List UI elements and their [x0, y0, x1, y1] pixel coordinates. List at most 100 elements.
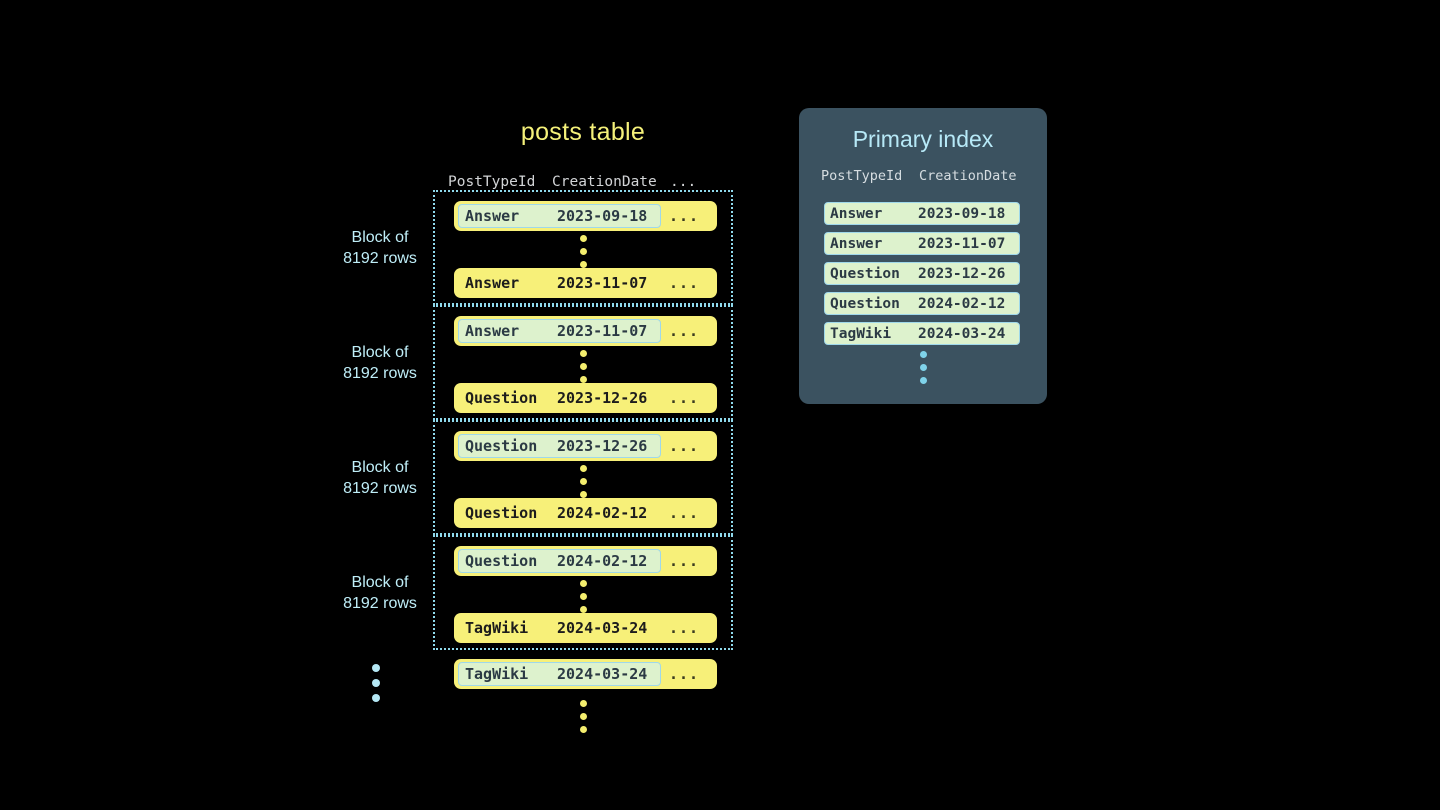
cell-creationdate: 2023-11-07 [557, 322, 648, 340]
column-header-ellipsis: ... [670, 174, 697, 190]
cell-creationdate: 2023-12-26 [918, 265, 1006, 282]
row-plain: Question 2024-02-12 [458, 501, 661, 525]
cell-posttypeid: TagWiki [465, 619, 529, 637]
cell-posttypeid: Answer [465, 207, 520, 225]
block-2: Block of 8192 rows Answer 2023-11-07 ... [330, 305, 740, 420]
cell-posttypeid: Answer [465, 274, 520, 292]
index-row[interactable]: Answer 2023-11-07 [824, 232, 1020, 255]
block-2-box: Answer 2023-11-07 ... Question [433, 305, 733, 420]
table-row[interactable]: Answer 2023-11-07 ... [454, 268, 717, 298]
cell-posttypeid: Question [830, 295, 900, 312]
block-4: Block of 8192 rows Question 2024-02-12 .… [330, 535, 740, 650]
cell-posttypeid: Answer [830, 205, 883, 222]
block-3-label: Block of 8192 rows [330, 457, 430, 499]
cell-creationdate: 2023-09-18 [557, 207, 648, 225]
row-highlight: Answer 2023-09-18 [458, 204, 661, 228]
cell-creationdate: 2024-02-12 [918, 295, 1006, 312]
blocks-stack: Block of 8192 rows Answer 2023-09-18 ... [330, 190, 740, 750]
block-3: Block of 8192 rows Question 2023-12-26 .… [330, 420, 740, 535]
vertical-ellipsis-dots-icon [435, 700, 731, 733]
vertical-ellipsis-dots-icon [435, 350, 731, 383]
table-row[interactable]: Answer 2023-11-07 ... [454, 316, 717, 346]
block-4-label-line1: Block of [351, 573, 409, 591]
block-1-box: Answer 2023-09-18 ... Answer [433, 190, 733, 305]
row-plain: Question 2023-12-26 [458, 386, 661, 410]
cell-creationdate: 2023-09-18 [918, 205, 1006, 222]
index-column-header-creationdate: CreationDate [919, 168, 1017, 184]
cell-creationdate: 2023-11-07 [918, 235, 1006, 252]
table-row[interactable]: Answer 2023-09-18 ... [454, 201, 717, 231]
vertical-ellipsis-dots-icon [435, 580, 731, 613]
cell-more: ... [668, 437, 700, 455]
cell-posttypeid: Question [830, 265, 900, 282]
cell-posttypeid: Question [465, 437, 538, 455]
block-1: Block of 8192 rows Answer 2023-09-18 ... [330, 190, 740, 305]
block-1-label-line2: 8192 rows [343, 249, 417, 267]
cell-creationdate: 2024-02-12 [557, 504, 648, 522]
primary-index-column-headers: PostTypeId CreationDate [821, 168, 1027, 184]
block-3-label-line1: Block of [351, 458, 409, 476]
row-plain: Answer 2023-11-07 [458, 271, 661, 295]
vertical-ellipsis-dots-blue-icon [372, 664, 380, 702]
primary-index-title: Primary index [852, 126, 994, 152]
cell-more: ... [668, 207, 700, 225]
trailing-row-area: TagWiki 2024-03-24 ... [330, 650, 740, 750]
block-2-label-line1: Block of [351, 343, 409, 361]
row-plain: TagWiki 2024-03-24 [458, 616, 661, 640]
block-3-box: Question 2023-12-26 ... Question [433, 420, 733, 535]
table-row[interactable]: Question 2024-02-12 ... [454, 498, 717, 528]
row-highlight: Question 2024-02-12 [458, 549, 661, 573]
index-row[interactable]: Question 2023-12-26 [824, 262, 1020, 285]
posts-table-column-headers: PostTypeId CreationDate ... [448, 174, 734, 190]
cell-creationdate: 2024-03-24 [918, 325, 1006, 342]
cell-posttypeid: Question [465, 504, 538, 522]
cell-more: ... [668, 619, 700, 637]
posts-table-title: posts table [520, 118, 646, 146]
cell-more: ... [668, 665, 700, 683]
cell-posttypeid: Answer [465, 322, 520, 340]
row-highlight: TagWiki 2024-03-24 [458, 662, 661, 686]
table-row[interactable]: Question 2023-12-26 ... [454, 383, 717, 413]
cell-creationdate: 2024-03-24 [557, 619, 648, 637]
vertical-ellipsis-dots-icon [435, 235, 731, 268]
cell-creationdate: 2024-03-24 [557, 665, 648, 683]
index-row[interactable]: Question 2024-02-12 [824, 292, 1020, 315]
table-row[interactable]: TagWiki 2024-03-24 ... [454, 659, 717, 689]
block-1-label: Block of 8192 rows [330, 227, 430, 269]
block-3-label-line2: 8192 rows [343, 479, 417, 497]
primary-index-panel: Primary index PostTypeId CreationDate An… [799, 108, 1047, 404]
table-row[interactable]: Question 2023-12-26 ... [454, 431, 717, 461]
cell-posttypeid: Question [465, 552, 538, 570]
block-4-label: Block of 8192 rows [330, 572, 430, 614]
block-4-box: Question 2024-02-12 ... TagWiki [433, 535, 733, 650]
cell-more: ... [668, 322, 700, 340]
cell-creationdate: 2024-02-12 [557, 552, 648, 570]
primary-index-rows: Answer 2023-09-18 Answer 2023-11-07 Ques… [824, 202, 1020, 352]
column-header-creationdate: CreationDate [552, 174, 657, 190]
block-1-label-line1: Block of [351, 228, 409, 246]
cell-more: ... [668, 274, 700, 292]
cell-posttypeid: TagWiki [830, 325, 892, 342]
row-highlight: Question 2023-12-26 [458, 434, 661, 458]
cell-creationdate: 2023-12-26 [557, 389, 648, 407]
index-row[interactable]: Answer 2023-09-18 [824, 202, 1020, 225]
cell-creationdate: 2023-11-07 [557, 274, 648, 292]
vertical-ellipsis-dots-icon [435, 465, 731, 498]
table-row[interactable]: TagWiki 2024-03-24 ... [454, 613, 717, 643]
block-4-label-line2: 8192 rows [343, 594, 417, 612]
index-row[interactable]: TagWiki 2024-03-24 [824, 322, 1020, 345]
cell-posttypeid: TagWiki [465, 665, 529, 683]
table-row[interactable]: Question 2024-02-12 ... [454, 546, 717, 576]
row-highlight: Answer 2023-11-07 [458, 319, 661, 343]
cell-more: ... [668, 389, 700, 407]
block-2-label: Block of 8192 rows [330, 342, 430, 384]
trailing-row-box: TagWiki 2024-03-24 ... [433, 650, 733, 750]
block-2-label-line2: 8192 rows [343, 364, 417, 382]
cell-more: ... [668, 504, 700, 522]
cell-more: ... [668, 552, 700, 570]
index-column-header-posttypeid: PostTypeId [821, 168, 903, 184]
cell-creationdate: 2023-12-26 [557, 437, 648, 455]
cell-posttypeid: Question [465, 389, 538, 407]
index-vertical-ellipsis-dots-icon [799, 351, 1047, 384]
